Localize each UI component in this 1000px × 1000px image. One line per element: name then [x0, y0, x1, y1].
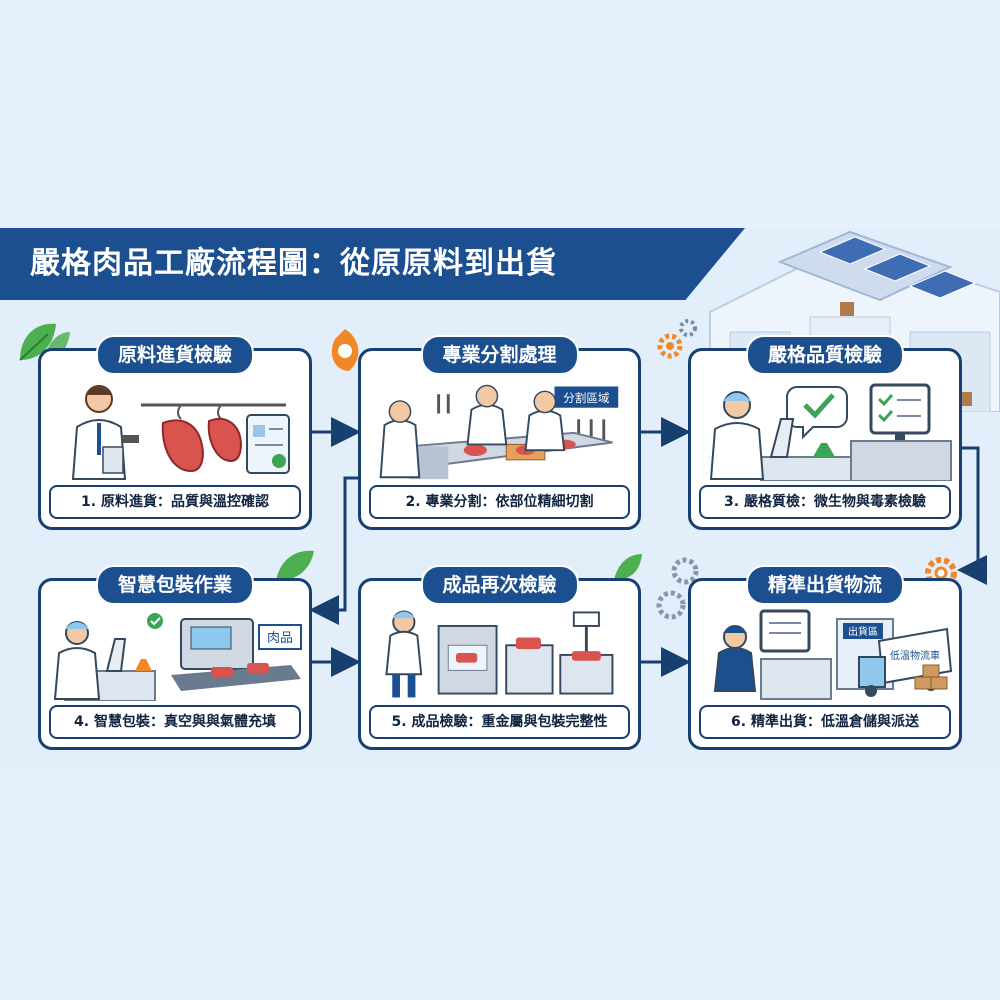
inspector-with-meat-illustration: [71, 385, 290, 480]
logistics-truck-illustration: 出貨區 低溫物流車: [713, 609, 953, 700]
step-card-2: 專業分割處理 分割區域 2. 專業分割：依部位精細切割: [358, 335, 641, 530]
title-banner: [0, 228, 745, 300]
background-top: [0, 0, 1000, 228]
gear-icon: [657, 319, 697, 359]
step-card-1: 原料進貨檢驗 1. 原料進貨：品質與溫控確認: [38, 335, 312, 530]
step-card-3: 嚴格品質檢驗 3. 嚴格質檢：微生物與毒素檢驗: [688, 335, 962, 530]
final-inspection-illustration: [385, 610, 614, 698]
step-caption: 1. 原料進貨：品質與溫控確認: [49, 485, 301, 519]
step-title: 專業分割處理: [420, 335, 579, 375]
step-card-5: 成品再次檢驗 5. 成品檢驗：重金屬與包裝完整性: [358, 565, 641, 750]
page-title: 嚴格肉品工廠流程圖：從原原料到出貨: [30, 246, 557, 281]
truck-label: 低溫物流車: [890, 649, 940, 662]
orange-slice-icon: [331, 329, 359, 371]
gear-icon: [656, 557, 699, 620]
packaging-machine-illustration: 肉品: [53, 613, 302, 701]
step-title: 嚴格品質檢驗: [745, 335, 905, 375]
shipping-area-sign: 出貨區: [848, 625, 878, 638]
leaf-icon: [614, 554, 642, 580]
lab-microscope-illustration: [709, 383, 952, 481]
step-caption: 5. 成品檢驗：重金屬與包裝完整性: [369, 705, 630, 739]
step-title: 原料進貨檢驗: [95, 335, 255, 375]
step-caption: 3. 嚴格質檢：微生物與毒素檢驗: [699, 485, 951, 519]
step-title: 成品再次檢驗: [420, 565, 579, 605]
background-bottom: [0, 770, 1000, 1000]
step-title: 精準出貨物流: [745, 565, 905, 605]
step-caption: 4. 智慧包裝：真空與與氣體充填: [49, 705, 301, 739]
step-caption: 2. 專業分割：依部位精細切割: [369, 485, 630, 519]
step-title: 智慧包裝作業: [95, 565, 255, 605]
leaf-icon: [276, 550, 314, 581]
cutting-workers-illustration: 分割區域: [379, 384, 619, 480]
step-caption: 6. 精準出貨：低溫倉儲與派送: [699, 705, 951, 739]
product-sign: 肉品: [267, 631, 293, 646]
area-sign: 分割區域: [563, 391, 610, 405]
step-card-4: 智慧包裝作業 肉品 4. 智慧包裝：真空與與氣體充填: [38, 565, 312, 750]
step-card-6: 精準出貨物流 出貨區 低溫物流車 6. 精準出貨：低溫倉儲與派送: [688, 565, 962, 750]
